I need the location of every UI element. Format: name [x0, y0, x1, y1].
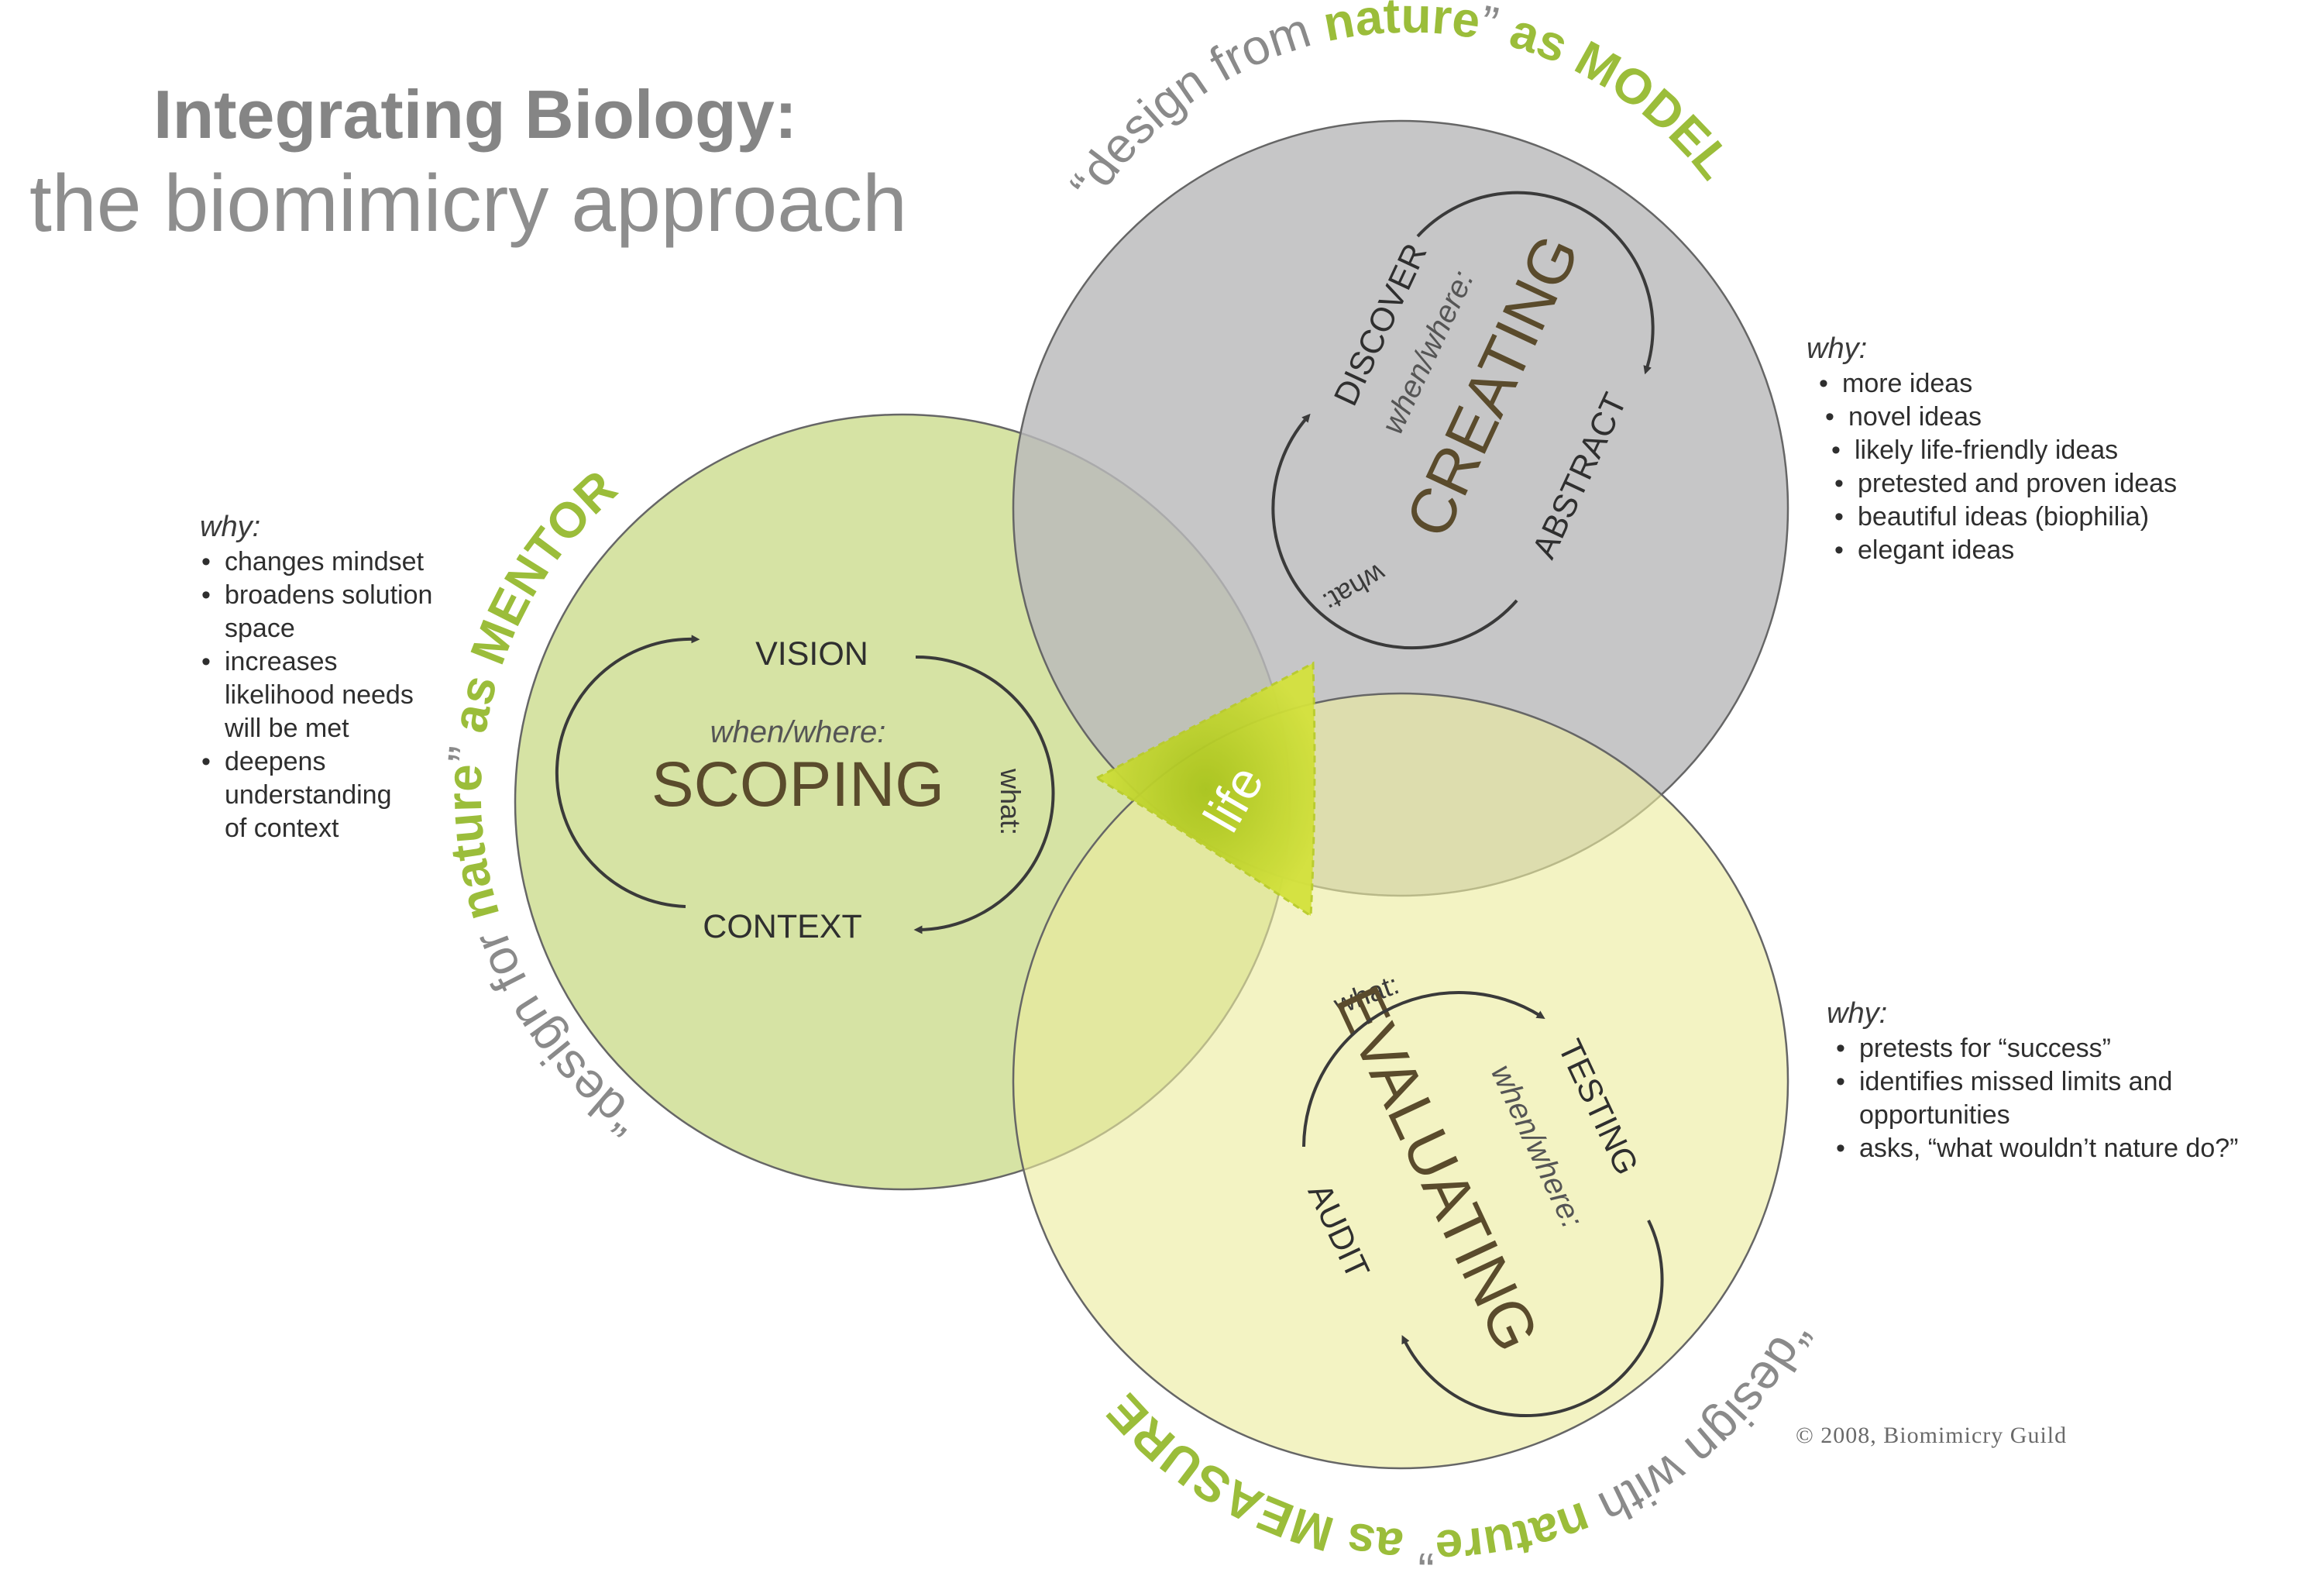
scoping-arrow-left — [555, 635, 700, 908]
title-line1: Integrating Biology: — [153, 76, 797, 153]
copyright-text: © 2008, Biomimicry Guild — [1796, 1423, 2067, 1448]
list-item: likely life-friendly ideas — [1855, 435, 2118, 465]
list-bullet: • — [201, 747, 211, 776]
list-bullet: • — [201, 580, 211, 610]
list-item: opportunities — [1859, 1100, 2010, 1130]
svg-text:• more ideas •: • more ideas • novel ideas • likely life… — [1819, 369, 2185, 565]
list-item: broadens solution — [225, 580, 432, 610]
list-item: identifies missed limits and — [1859, 1067, 2172, 1096]
list-item: of context — [225, 814, 339, 843]
evaluating-why-list: why: • pretests for “success” • identifi… — [1827, 997, 2238, 1163]
list-bullet: • — [1834, 469, 1844, 498]
list-item: more ideas — [1842, 369, 1972, 398]
list-bullet: • — [201, 547, 211, 576]
list-item: likelihood needs — [225, 680, 414, 710]
evaluating-arrow-bottom — [1401, 1220, 1664, 1418]
list-item: pretested and proven ideas — [1858, 469, 2177, 498]
list-item: understanding — [225, 780, 392, 810]
evaluating-arrow-top — [1302, 990, 1545, 1148]
list-item: changes mindset — [225, 547, 425, 576]
creating-arrow-top — [1416, 191, 1655, 375]
list-bullet: • — [201, 647, 211, 676]
scoping-when-label: when/where: — [710, 715, 886, 749]
list-item: space — [225, 614, 295, 643]
scoping-why-list: why: • changes mindset • broadens soluti… — [200, 511, 440, 843]
list-bullet: • — [1836, 1134, 1845, 1163]
list-item: pretests for “success” — [1859, 1034, 2111, 1063]
evaluating-circle — [1012, 692, 1789, 1470]
scoping-phase-title: SCOPING — [651, 749, 944, 820]
list-bullet: • — [1834, 535, 1844, 565]
svg-text:• changes mindset: • changes mindset • broadens solution sp… — [201, 547, 440, 843]
creating-arrow-bottom — [1271, 413, 1518, 650]
scoping-what-label: what: — [995, 768, 1026, 835]
list-bullet: • — [1825, 402, 1834, 432]
scoping-arrow-right — [913, 655, 1055, 934]
life-center-shape — [1094, 661, 1316, 918]
list-item: novel ideas — [1848, 402, 1982, 432]
list-item: will be met — [224, 714, 349, 743]
svg-text:• pretests for “success”: • pretests for “success” • identifies mi… — [1836, 1034, 2238, 1163]
scoping-top-label: VISION — [755, 635, 868, 673]
list-bullet: • — [1834, 502, 1844, 532]
scoping-why-label: why: — [200, 511, 260, 543]
scoping-bottom-label: CONTEXT — [703, 908, 861, 945]
list-bullet: • — [1836, 1067, 1845, 1096]
list-bullet: • — [1836, 1034, 1845, 1063]
evaluating-why-label: why: — [1827, 997, 1887, 1030]
title-line2: the biomimicry approach — [29, 159, 907, 249]
list-item: beautiful ideas (biophilia) — [1858, 502, 2149, 532]
list-bullet: • — [1819, 369, 1828, 398]
scoping-section: VISION when/where: SCOPING CONTEXT what: — [555, 635, 1055, 945]
list-item: asks, “what wouldn’t nature do?” — [1859, 1134, 2238, 1163]
creating-why-list: why: • more ideas • novel ideas • likely… — [1807, 332, 2185, 565]
list-item: deepens — [225, 747, 325, 776]
list-item: increases — [225, 647, 338, 676]
list-bullet: • — [1831, 435, 1841, 465]
creating-why-label: why: — [1807, 332, 1867, 365]
list-item: elegant ideas — [1858, 535, 2014, 565]
